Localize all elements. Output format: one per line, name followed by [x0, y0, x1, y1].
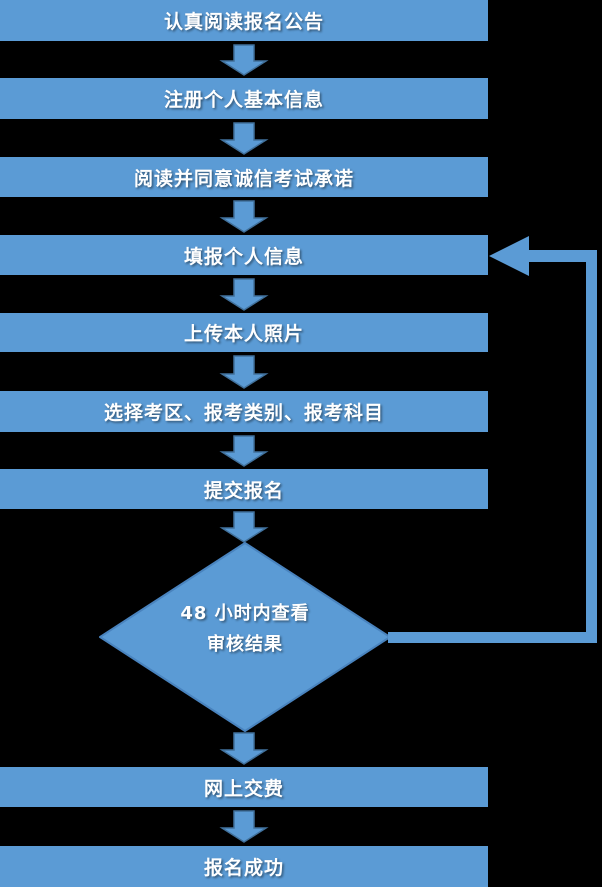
- step-label: 上传本人照片: [183, 323, 304, 345]
- feedback-line-vertical: [586, 250, 597, 643]
- down-arrow-icon: [219, 122, 269, 155]
- feedback-line-bottom: [388, 632, 597, 643]
- flow-step-read-announcement: 认真阅读报名公告: [0, 0, 488, 41]
- step-label: 报名成功: [203, 857, 284, 879]
- feedback-arrow: [388, 236, 597, 643]
- down-arrow-icon: [219, 435, 269, 467]
- step-label: 提交报名: [203, 479, 284, 502]
- down-arrow-icon: [219, 511, 269, 543]
- decision-diamond: [99, 542, 391, 732]
- down-arrow-icon: [219, 810, 269, 843]
- decision-label-line1: 48 小时内查看: [180, 603, 310, 624]
- down-arrow-icon: [219, 732, 269, 765]
- flow-step-agree-pledge: 阅读并同意诚信考试承诺: [0, 157, 488, 197]
- down-arrow-icon: [219, 44, 269, 76]
- decision-label: 48 小时内查看 审核结果: [100, 598, 390, 660]
- down-arrow-icon: [219, 200, 269, 233]
- flow-step-pay-online: 网上交费: [0, 767, 488, 807]
- flow-step-submit-registration: 提交报名: [0, 469, 488, 509]
- flow-step-register-info: 注册个人基本信息: [0, 78, 488, 119]
- decision-label-line2: 审核结果: [207, 634, 283, 655]
- feedback-line-top: [528, 250, 597, 262]
- flow-step-fill-info: 填报个人信息: [0, 235, 488, 275]
- step-label: 认真阅读报名公告: [163, 11, 324, 33]
- feedback-arrowhead-icon: [489, 236, 529, 276]
- down-arrow-icon: [219, 355, 269, 389]
- down-arrow-icon: [219, 278, 269, 311]
- step-label: 阅读并同意诚信考试承诺: [133, 167, 354, 190]
- step-label: 网上交费: [203, 777, 284, 800]
- step-label: 选择考区、报考类别、报考科目: [103, 402, 384, 424]
- step-label: 填报个人信息: [183, 245, 304, 268]
- flow-step-upload-photo: 上传本人照片: [0, 313, 488, 352]
- flow-step-select-exam-options: 选择考区、报考类别、报考科目: [0, 391, 488, 432]
- flow-step-registration-success: 报名成功: [0, 846, 488, 887]
- step-label: 注册个人基本信息: [163, 89, 324, 111]
